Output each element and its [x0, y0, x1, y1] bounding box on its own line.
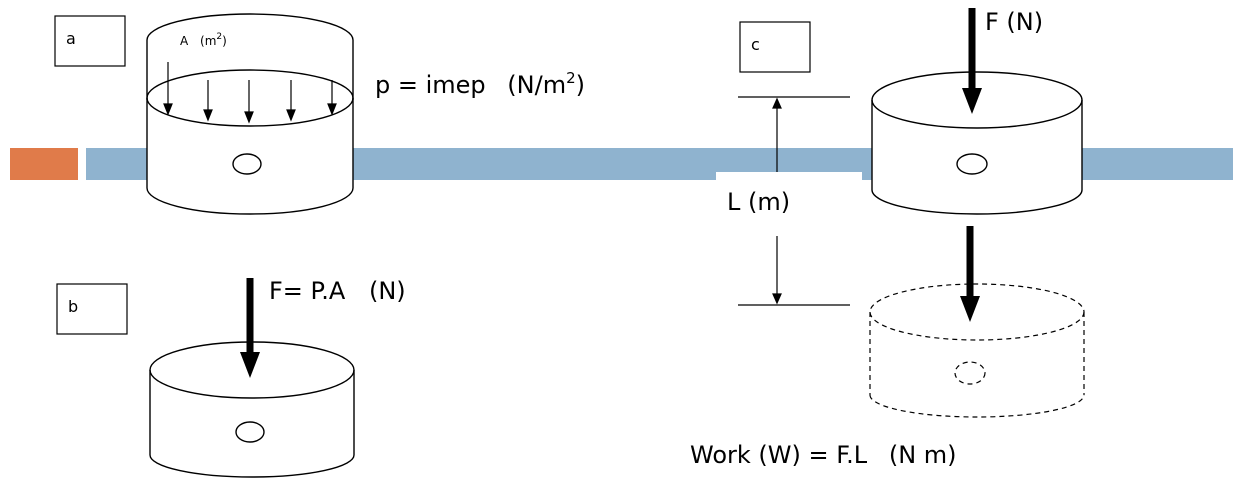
panel-a-label-box — [54, 15, 126, 67]
panel-b-label: b — [68, 297, 78, 316]
panel-a-label: a — [66, 29, 76, 48]
force-label-b: F= P.A (N) — [269, 277, 406, 305]
pressure-arrows — [163, 62, 337, 124]
force-arrow-b — [240, 278, 260, 378]
work-label: Work (W) = F.L (N m) — [690, 441, 957, 469]
force-arrow-c-bottom — [960, 226, 980, 322]
panel-c-label-box — [739, 21, 811, 73]
pressure-label: p = imep (N/m2) — [375, 69, 585, 99]
panel-b: b F= P.A (N) — [56, 277, 406, 478]
cylinder-c-solid — [871, 71, 1083, 215]
length-dimension — [738, 96, 850, 306]
length-label: L (m) — [727, 188, 790, 216]
force-label-c: F (N) — [985, 8, 1043, 36]
force-arrow-c-top — [962, 8, 982, 114]
cylinder-a — [146, 13, 354, 215]
panel-b-label-box — [56, 283, 128, 335]
area-label: A (m2) — [180, 32, 227, 48]
cylinder-c-dashed — [869, 283, 1085, 418]
panel-c: c F (N) — [690, 8, 1085, 469]
background-bar-mid — [716, 148, 862, 172]
accent-block — [10, 148, 78, 180]
panel-a: a A (m2) p = imep (N/m2) — [54, 13, 585, 215]
panel-c-label: c — [751, 35, 760, 54]
